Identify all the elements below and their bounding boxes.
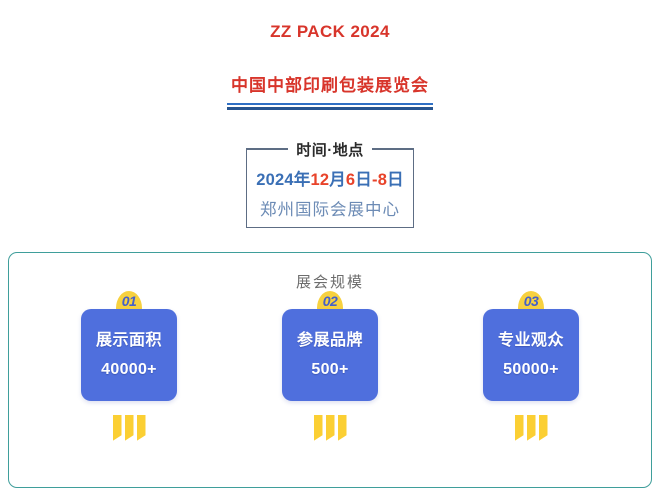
event-date-part-start-day-num: 6 <box>345 171 356 189</box>
card-label: 展示面积 <box>95 332 162 350</box>
info-header-rule-left <box>246 148 289 150</box>
accent-bar <box>538 415 548 441</box>
event-info-box-header: 时间·地点 <box>246 138 414 160</box>
event-date-part-year: 2024年 <box>256 171 311 189</box>
card-label: 参展品牌 <box>296 332 363 350</box>
accent-bar <box>325 415 335 441</box>
exhibition-scale-panel: 展会规模 01 展示面积 40000+ 02 参展品牌 500+ <box>8 252 652 488</box>
page-header: ZZ PACK 2024 中国中部印刷包装展览会 <box>0 0 660 111</box>
event-date: 2024年12月6日-8日 <box>246 166 414 190</box>
title-rule-bottom-line <box>227 107 433 111</box>
event-date-part-end-day-char: 日 <box>387 171 404 189</box>
title-underline-rule <box>227 103 433 111</box>
card-badge-label: 01 <box>121 293 137 309</box>
card-label: 专业观众 <box>497 332 564 350</box>
card-value: 50000+ <box>503 360 559 378</box>
accent-bar <box>112 415 122 441</box>
card-accent-bars-icon <box>282 415 378 441</box>
title-rule-gap <box>227 105 433 108</box>
event-info-body: 2024年12月6日-8日 郑州国际会展中心 <box>246 158 414 228</box>
card-badge-label: 03 <box>523 293 539 309</box>
title-rule-top-line <box>227 103 433 106</box>
card-value: 40000+ <box>101 360 157 378</box>
scale-card-2: 02 参展品牌 500+ <box>282 291 378 441</box>
scale-card-body[interactable]: 参展品牌 500+ <box>282 309 378 401</box>
scale-card-body[interactable]: 展示面积 40000+ <box>81 309 177 401</box>
card-badge-label: 02 <box>322 293 338 309</box>
info-header-rule-right <box>371 148 414 150</box>
card-accent-bars-icon <box>81 415 177 441</box>
accent-bar <box>124 415 134 441</box>
page-title: 中国中部印刷包装展览会 <box>231 75 429 95</box>
accent-bar <box>136 415 146 441</box>
card-value: 500+ <box>311 360 349 378</box>
accent-bar <box>526 415 536 441</box>
scale-card-1: 01 展示面积 40000+ <box>81 291 177 441</box>
event-date-part-month-num: 12 <box>310 171 330 189</box>
event-venue: 郑州国际会展中心 <box>260 201 400 219</box>
accent-bar <box>337 415 347 441</box>
scale-cards-row: 01 展示面积 40000+ 02 参展品牌 500+ <box>9 291 651 441</box>
brand-title: ZZ PACK 2024 <box>270 22 390 41</box>
scale-card-3: 03 专业观众 50000+ <box>483 291 579 441</box>
accent-bar <box>514 415 524 441</box>
event-info-box <box>246 148 414 228</box>
event-date-part-month-char: 月 <box>329 171 346 189</box>
scale-card-body[interactable]: 专业观众 50000+ <box>483 309 579 401</box>
panel-title: 展会规模 <box>295 274 364 291</box>
accent-bar <box>313 415 323 441</box>
event-date-part-start-day-char: 日 <box>355 171 372 189</box>
card-accent-bars-icon <box>483 415 579 441</box>
info-box-heading: 时间·地点 <box>288 138 372 160</box>
event-date-part-end-day-num: -8 <box>372 171 388 189</box>
